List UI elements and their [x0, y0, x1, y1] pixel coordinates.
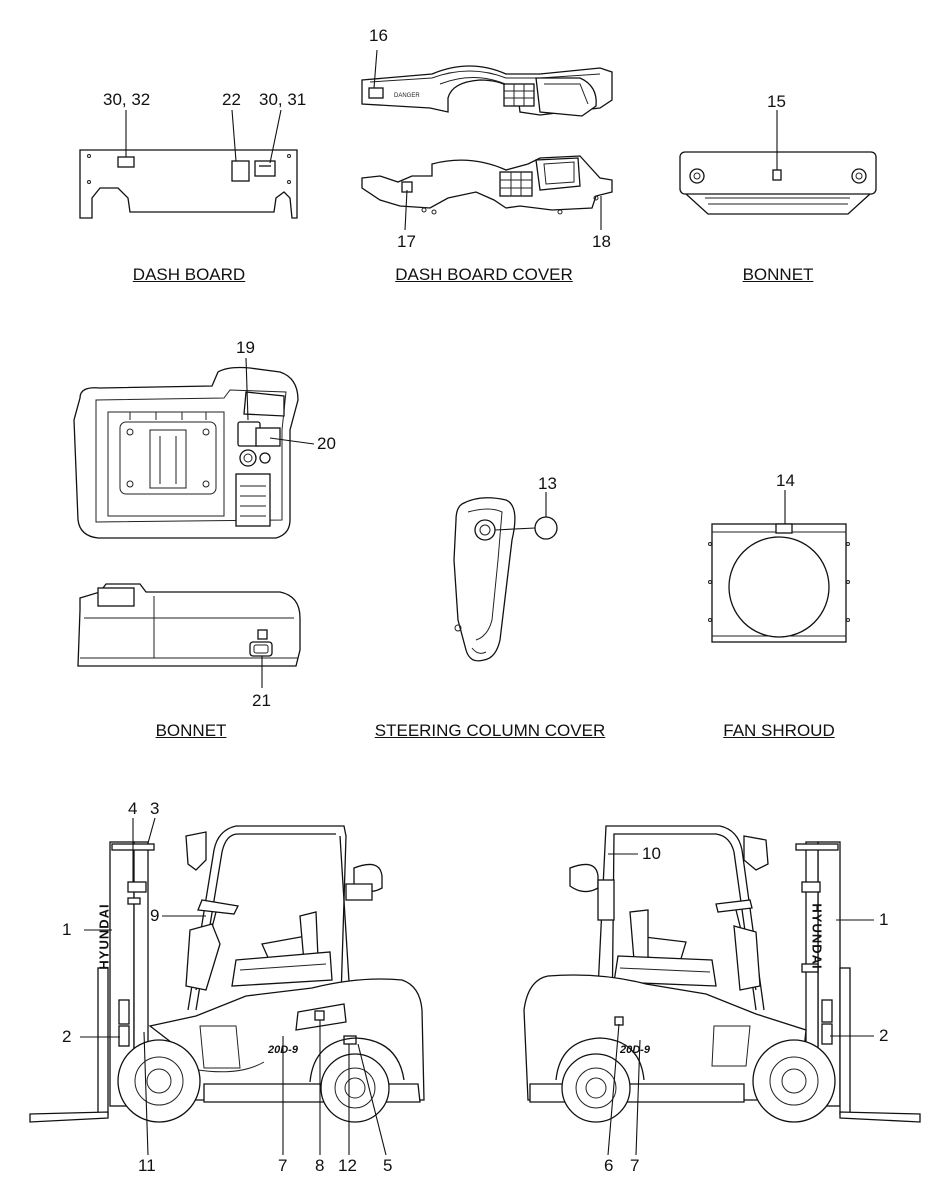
svg-text:DANGER: DANGER	[394, 93, 420, 99]
callout-left-2: 2	[62, 1027, 72, 1046]
caption-fan-shroud: FAN SHROUD	[723, 721, 835, 740]
callout-21: 21	[252, 691, 271, 710]
callout-left-11: 11	[138, 1156, 156, 1175]
model-badge-left: 20D-9	[268, 1044, 298, 1056]
callout-left-5: 5	[383, 1156, 393, 1175]
mast-brand-right: HYUNDAI	[809, 903, 825, 970]
callout-22: 22	[222, 90, 241, 109]
callout-left-12: 12	[338, 1156, 357, 1175]
bonnet-mid-drawing	[73, 357, 315, 688]
forklift-left-side-drawing	[29, 817, 425, 1156]
callout-left-1: 1	[62, 920, 72, 939]
callout-right-7: 7	[630, 1156, 640, 1175]
caption-bonnet-top: BONNET	[742, 265, 814, 284]
callout-14: 14	[776, 471, 795, 490]
model-badge-right: 20D-9	[620, 1044, 650, 1056]
dash-board-cover-drawing: DANGER	[361, 49, 613, 231]
fan-shroud-drawing	[708, 490, 850, 643]
mast-brand-left: HYUNDAI	[96, 903, 112, 970]
callout-20: 20	[317, 434, 336, 453]
caption-steering-column-cover: STEERING COLUMN COVER	[374, 721, 606, 740]
callout-right-10: 10	[642, 844, 661, 863]
bonnet-top-drawing	[679, 110, 877, 215]
callout-right-6: 6	[604, 1156, 614, 1175]
callout-18: 18	[592, 232, 611, 251]
callout-13: 13	[538, 474, 557, 493]
callout-16: 16	[369, 26, 388, 45]
dash-board-drawing	[79, 109, 298, 219]
callout-left-7: 7	[278, 1156, 288, 1175]
callout-right-2: 2	[879, 1026, 889, 1045]
callout-right-1: 1	[879, 910, 889, 929]
caption-dash-board-cover: DASH BOARD COVER	[395, 265, 573, 284]
callout-left-3: 3	[150, 799, 160, 818]
callout-30-32: 30, 32	[103, 90, 151, 109]
callout-17: 17	[397, 232, 416, 251]
callout-30-31: 30, 31	[259, 90, 307, 109]
steering-column-cover-drawing	[453, 492, 558, 662]
callout-left-8: 8	[315, 1156, 325, 1175]
callout-15: 15	[767, 92, 786, 111]
callout-left-4: 4	[128, 799, 138, 818]
caption-dash-board: DASH BOARD	[132, 265, 246, 284]
caption-bonnet-mid: BONNET	[155, 721, 227, 740]
callout-19: 19	[236, 338, 255, 357]
callout-left-9: 9	[150, 906, 160, 925]
forklift-right-side-drawing	[523, 825, 921, 1156]
